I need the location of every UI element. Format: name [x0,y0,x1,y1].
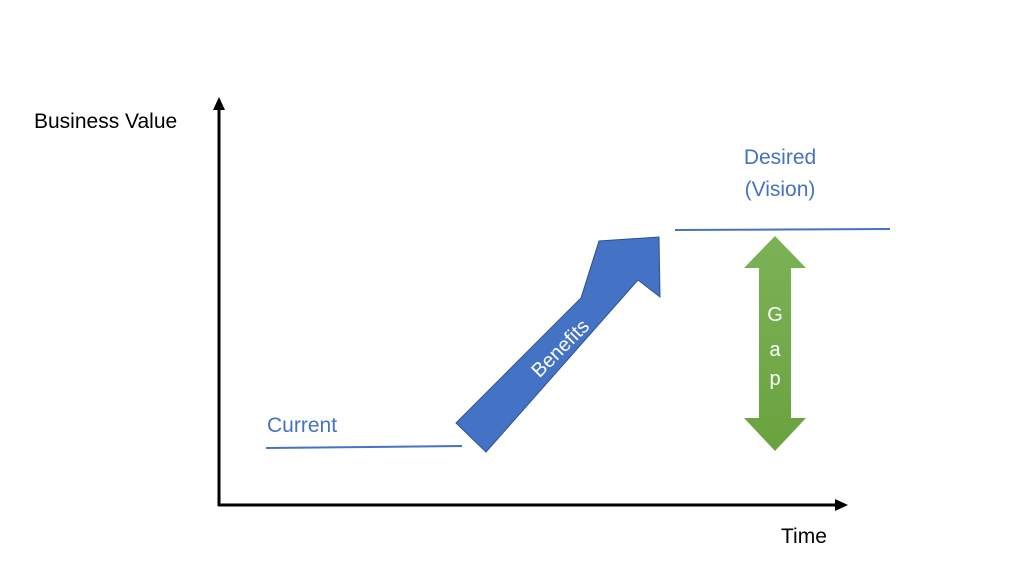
desired-level-line [674,228,891,231]
current-level-line [265,445,463,449]
gap-letter-g: G [767,304,783,326]
gap-arrow-shape [744,236,806,451]
gap-letter-a: a [769,339,781,361]
benefits-arrow: Benefits [455,236,661,453]
desired-label-line1: Desired [744,146,816,169]
desired-label-line2: (Vision) [745,178,816,201]
current-label: Current [267,414,337,437]
benefits-arrow-shape [455,236,661,453]
gap-letter-p: p [769,368,780,390]
x-axis-arrowhead-icon [835,499,848,511]
gap-arrow: G a p [744,236,806,451]
x-axis-label: Time [781,525,827,548]
y-axis-label: Business Value [34,110,177,133]
y-axis-arrowhead-icon [213,97,225,110]
